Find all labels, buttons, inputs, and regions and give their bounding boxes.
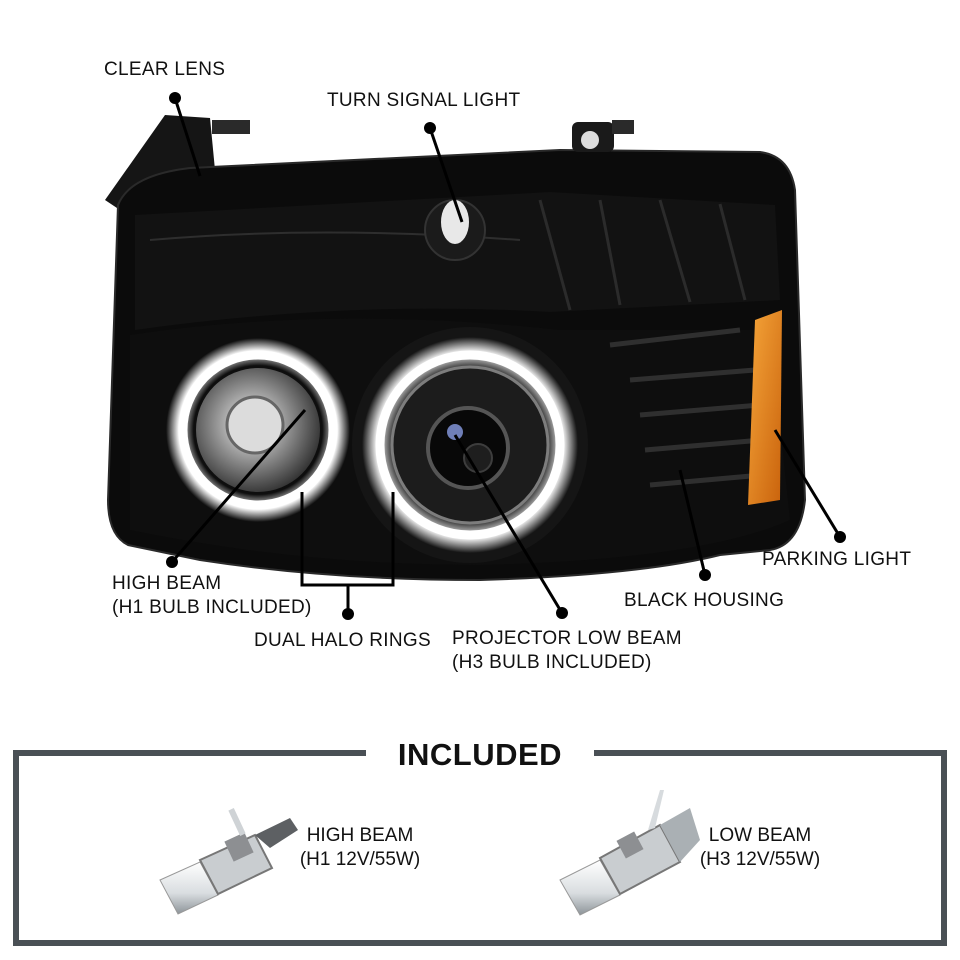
leader-turn-signal [428,127,464,223]
included-item-high-beam: HIGH BEAM (H1 12V/55W) [290,824,430,872]
label-black-housing: BLACK HOUSING [624,590,785,611]
callout-leaders [170,97,842,614]
h3-bulb-icon [559,790,700,916]
callout-dots [166,92,846,620]
label-dual-halo: DUAL HALO RINGS [254,630,431,651]
included-item-name: HIGH BEAM [306,825,414,846]
included-item-name: LOW BEAM [708,825,812,846]
label-projector-line2: (H3 BULB INCLUDED) [452,652,652,673]
callout-dot-icon [699,569,711,581]
callout-dot-icon [556,607,568,619]
included-item-spec: (H3 12V/55W) [699,849,821,870]
label-high-beam-line1: HIGH BEAM [112,573,222,594]
leader-clear-lens [173,97,202,177]
included-item-spec: (H1 12V/55W) [299,849,421,870]
included-item-low-beam: LOW BEAM (H3 12V/55W) [690,824,830,872]
label-turn-signal: TURN SIGNAL LIGHT [327,90,521,111]
parking-light-lens [748,310,782,505]
label-projector-line1: PROJECTOR LOW BEAM [452,628,682,649]
callout-dot-icon [169,92,181,104]
leader-black-housing [678,469,707,576]
leader-dual-halo [300,492,395,612]
label-high-beam: HIGH BEAM (H1 BULB INCLUDED) [112,572,312,620]
leader-high-beam [170,409,307,563]
callout-dot-icon [342,608,354,620]
callout-dot-icon [424,122,436,134]
leader-parking-light [773,429,842,538]
label-clear-lens: CLEAR LENS [104,59,226,80]
label-projector: PROJECTOR LOW BEAM (H3 BULB INCLUDED) [452,627,682,675]
callout-dot-icon [166,556,178,568]
headlight-housing [105,115,807,582]
label-high-beam-line2: (H1 BULB INCLUDED) [112,597,312,618]
included-title: INCLUDED [366,733,594,777]
h1-bulb-icon [159,808,298,915]
callout-dot-icon [834,531,846,543]
label-parking-light: PARKING LIGHT [762,549,912,570]
leader-projector [453,434,564,614]
